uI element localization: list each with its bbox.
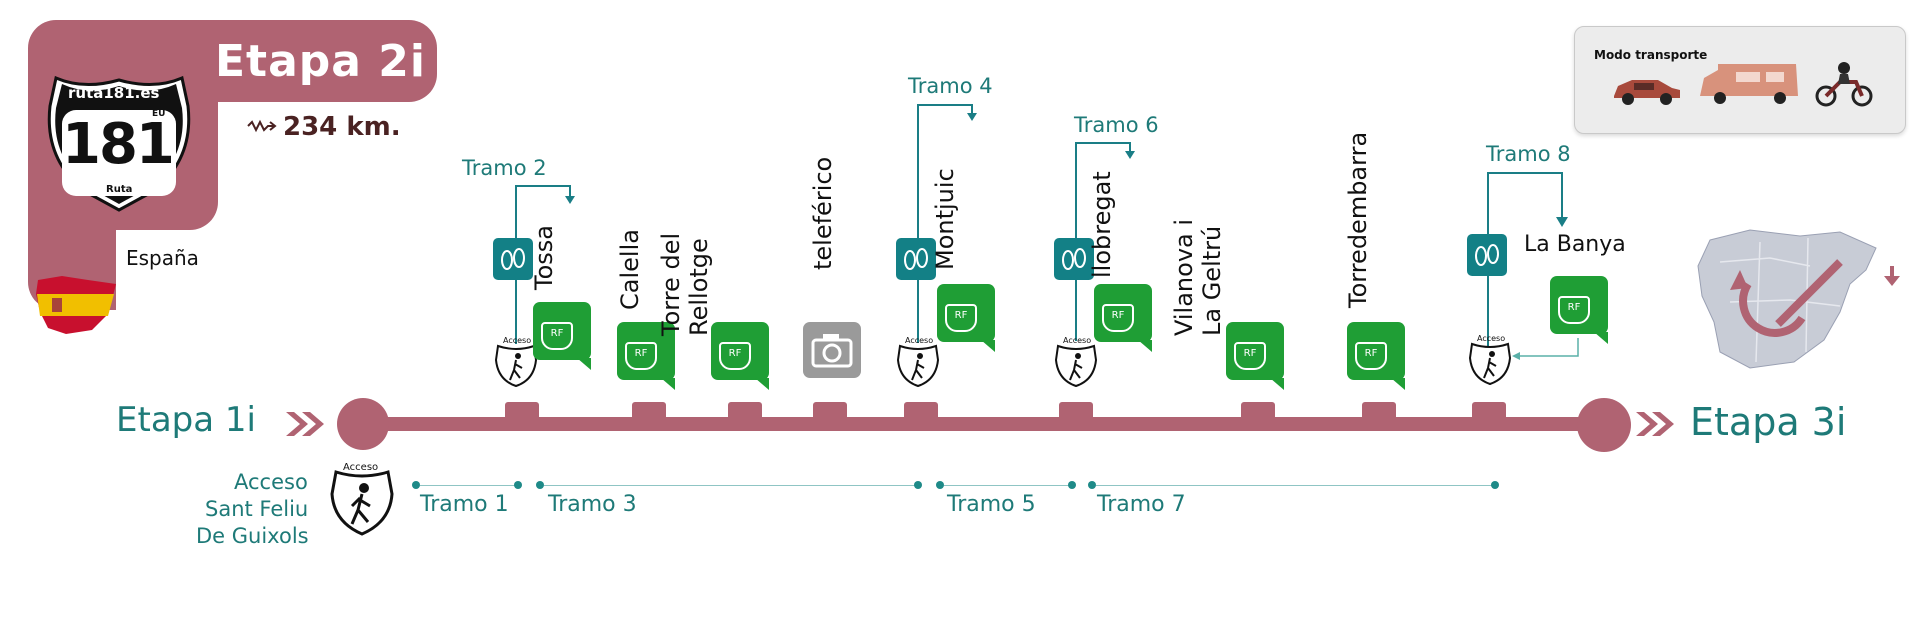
stop-teleferico: teleférico bbox=[809, 156, 837, 270]
stop-torredembarra: Torredembarra bbox=[1344, 131, 1372, 308]
route-line bbox=[360, 417, 1600, 431]
route-tick bbox=[1472, 402, 1506, 426]
rf-tile[interactable]: RF bbox=[1550, 276, 1608, 344]
start-access-line3: De Guixols bbox=[196, 524, 309, 548]
rf-tile[interactable]: RF bbox=[533, 302, 591, 370]
spain-map-icon bbox=[1690, 222, 1890, 386]
logo-word: Ruta bbox=[106, 184, 133, 195]
tramo-dot bbox=[1068, 481, 1076, 489]
tramo-8-label: Tramo 8 bbox=[1486, 142, 1571, 166]
tramo-7-label: Tramo 7 bbox=[1097, 492, 1186, 517]
stop-la-banya: La Banya bbox=[1524, 232, 1626, 257]
double-chevron-icon bbox=[284, 410, 328, 442]
rf-tile[interactable]: RF bbox=[1094, 284, 1152, 352]
car-icon[interactable] bbox=[1610, 72, 1684, 110]
tramo-6-label: Tramo 6 bbox=[1074, 113, 1159, 137]
country-label: España bbox=[126, 246, 199, 270]
route-tick bbox=[632, 402, 666, 426]
start-access-line2: Sant Feliu bbox=[205, 497, 309, 521]
rf-tile[interactable]: RF bbox=[1347, 322, 1405, 390]
logo-number: 181 bbox=[62, 112, 175, 177]
route-tick bbox=[1241, 402, 1275, 426]
tramo-dot bbox=[1491, 481, 1499, 489]
access-label: Acceso bbox=[905, 336, 934, 345]
stop-llobregat: llobregat bbox=[1088, 171, 1116, 278]
rf-tile[interactable]: RF bbox=[617, 322, 675, 390]
rf-shield-icon: RF bbox=[945, 304, 977, 332]
tramo-1-label: Tramo 1 bbox=[420, 492, 509, 517]
tramo-dot bbox=[536, 481, 544, 489]
access-label: Acceso bbox=[1063, 336, 1092, 345]
route-tick bbox=[1059, 402, 1093, 426]
route-tick bbox=[904, 402, 938, 426]
tramo-line bbox=[944, 485, 1072, 486]
access-label: Acceso bbox=[503, 336, 532, 345]
tramo-line bbox=[1096, 485, 1492, 486]
hiker-access-icon[interactable] bbox=[896, 338, 940, 392]
double-chevron-icon bbox=[1634, 410, 1678, 442]
route-tick bbox=[505, 402, 539, 426]
tramo-3-label: Tramo 3 bbox=[548, 492, 637, 517]
spain-flag-map-icon bbox=[32, 272, 122, 344]
rf-tile[interactable]: RF bbox=[711, 322, 769, 390]
distance-arrow-icon bbox=[246, 118, 278, 138]
la-banya-return-connector bbox=[1510, 336, 1582, 366]
stop-tossa: Tossa bbox=[530, 225, 558, 290]
hiker-access-icon[interactable] bbox=[1468, 336, 1512, 390]
prev-stage-label[interactable]: Etapa 1i bbox=[116, 400, 256, 440]
rf-shield-icon: RF bbox=[1558, 296, 1590, 324]
header-title-band bbox=[205, 20, 437, 102]
hiker-access-icon[interactable] bbox=[1054, 338, 1098, 392]
motorhome-icon[interactable] bbox=[1696, 60, 1802, 110]
tramo-2-label: Tramo 2 bbox=[462, 156, 547, 180]
logo-eu: EU bbox=[152, 109, 166, 119]
rf-shield-icon: RF bbox=[1102, 304, 1134, 332]
hiker-access-icon[interactable] bbox=[494, 338, 538, 392]
tramo-dot bbox=[412, 481, 420, 489]
start-access-line1: Acceso bbox=[234, 470, 308, 494]
tramo-4-label: Tramo 4 bbox=[908, 74, 993, 98]
tramo-dot bbox=[514, 481, 522, 489]
route-tick bbox=[813, 402, 847, 426]
route-start-node bbox=[337, 398, 389, 450]
tramo-5-label: Tramo 5 bbox=[947, 492, 1036, 517]
stop-montjuic: Montjuic bbox=[931, 168, 959, 270]
route-tick bbox=[728, 402, 762, 426]
logo-site: ruta181.es bbox=[68, 84, 160, 102]
stop-calella: Calella bbox=[616, 229, 644, 310]
access-label: Acceso bbox=[343, 462, 379, 473]
motorcycle-icon[interactable] bbox=[1814, 56, 1874, 112]
rf-shield-icon: RF bbox=[541, 322, 573, 350]
rf-shield-icon: RF bbox=[719, 342, 751, 370]
distance-value: 234 km. bbox=[283, 112, 401, 142]
next-stage-label[interactable]: Etapa 3i bbox=[1690, 400, 1847, 444]
footprints-icon[interactable] bbox=[1467, 234, 1507, 276]
tramo-line bbox=[420, 485, 518, 486]
tramo-line bbox=[544, 485, 916, 486]
tramo-dot bbox=[936, 481, 944, 489]
rf-tile[interactable]: RF bbox=[937, 284, 995, 352]
rf-shield-icon: RF bbox=[1355, 342, 1387, 370]
stop-vilanova-la-geltru: Vilanova i La Geltrú bbox=[1170, 218, 1226, 336]
footprints-icon[interactable] bbox=[1054, 238, 1094, 280]
rf-shield-icon: RF bbox=[1234, 342, 1266, 370]
route-tick bbox=[1362, 402, 1396, 426]
footprints-icon[interactable] bbox=[493, 238, 533, 280]
tramo-dot bbox=[1088, 481, 1096, 489]
rf-tile[interactable]: RF bbox=[1226, 322, 1284, 390]
hiker-access-icon[interactable] bbox=[330, 460, 394, 540]
logo-shield-icon bbox=[44, 70, 194, 215]
stop-torre-del-rellotge: Torre del Rellotge bbox=[657, 232, 713, 336]
camera-icon[interactable] bbox=[803, 322, 861, 378]
tramo-4-connector bbox=[916, 103, 980, 347]
arrow-down-icon bbox=[1884, 266, 1900, 292]
rf-shield-icon: RF bbox=[625, 342, 657, 370]
route-end-node bbox=[1577, 398, 1631, 452]
access-label: Acceso bbox=[1477, 334, 1506, 343]
tramo-dot bbox=[914, 481, 922, 489]
stage-title: Etapa 2i bbox=[215, 36, 426, 87]
footprints-icon[interactable] bbox=[896, 238, 936, 280]
transport-title: Modo transporte bbox=[1594, 48, 1708, 62]
